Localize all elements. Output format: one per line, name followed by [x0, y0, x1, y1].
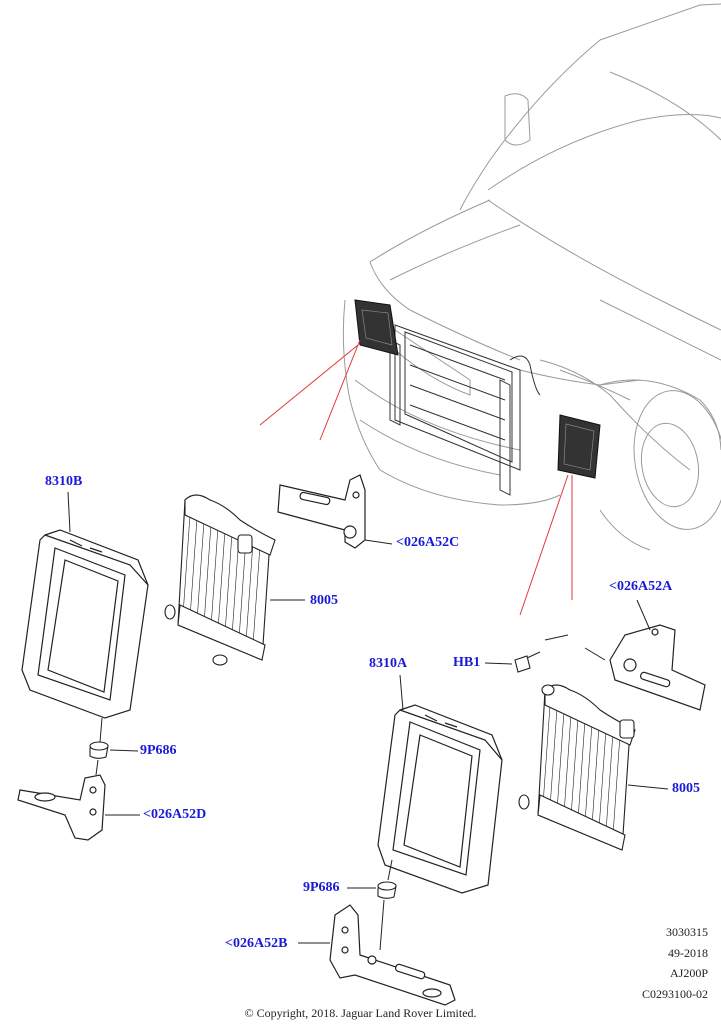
leader-026a52a	[636, 599, 651, 631]
callout-026a52d[interactable]: <026A52D	[143, 807, 207, 822]
meta-line-1: 3030315	[666, 925, 708, 939]
callout-8310b[interactable]: 8310B	[45, 474, 83, 489]
radiator-8005-right	[518, 684, 636, 851]
leader-026a52c	[364, 539, 393, 545]
right-air-deflector	[557, 414, 601, 479]
shroud-8310b	[21, 529, 149, 719]
copyright-notice: © Copyright, 2018. Jaguar Land Rover Lim…	[244, 1006, 477, 1020]
bolt-hb1	[514, 651, 541, 673]
bracket-026a52b	[329, 904, 456, 1006]
callout-026a52c[interactable]: <026A52C	[396, 535, 460, 550]
callout-hb1[interactable]: HB1	[453, 655, 481, 670]
bracket-026a52c	[277, 474, 366, 549]
callout-8005-left[interactable]: 8005	[310, 593, 338, 608]
callout-9p686-right[interactable]: 9P686	[303, 880, 340, 895]
grommet-9p686-left	[89, 741, 109, 759]
bracket-026a52d	[17, 774, 106, 841]
radiator-8005-left	[164, 494, 276, 666]
grommet-9p686-right	[377, 881, 397, 899]
meta-line-4: C0293100-02	[642, 987, 708, 1001]
meta-line-2: 49-2018	[668, 946, 708, 960]
bracket-026a52a	[609, 624, 706, 711]
vehicle-outline	[342, 3, 721, 551]
meta-line-3: AJ200P	[669, 966, 708, 980]
callout-8005-right[interactable]: 8005	[672, 781, 700, 796]
callout-9p686-left[interactable]: 9P686	[140, 743, 177, 758]
red-leader-lines	[259, 339, 573, 616]
installed-radiator-assembly	[389, 324, 541, 496]
callout-8310a[interactable]: 8310A	[369, 656, 408, 671]
callout-026a52b[interactable]: <026A52B	[225, 936, 288, 951]
shroud-8310a	[377, 704, 503, 894]
callout-026a52a[interactable]: <026A52A	[609, 579, 673, 594]
left-air-deflector	[354, 299, 399, 356]
